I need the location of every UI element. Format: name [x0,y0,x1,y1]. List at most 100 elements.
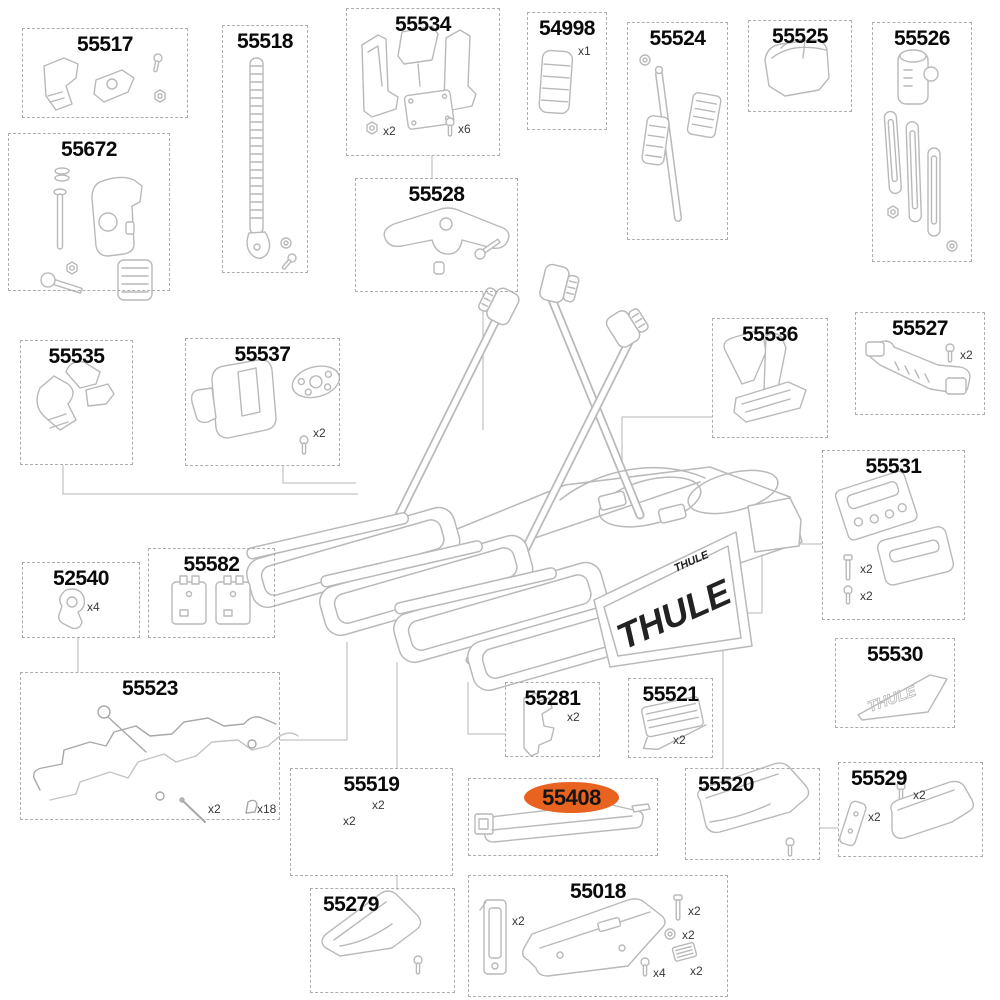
qty-label: x2 [673,733,686,747]
part-box-55517[interactable]: 55517 [22,28,188,118]
part-art-55517 [43,52,166,111]
qty-label: x4 [87,600,100,614]
part-number: 55520 [698,773,754,796]
part-number: 55672 [61,138,117,161]
part-box-55521[interactable]: 55521 [628,678,713,758]
part-box-52540[interactable]: 52540 [22,562,140,638]
part-box-54998[interactable]: 54998 [527,12,607,130]
part-box-55527[interactable]: 55527 [855,312,985,415]
part-box-55535[interactable]: 55535 [20,340,133,465]
qty-label: x2 [860,562,873,576]
part-art-55518 [246,57,299,272]
part-number: 55517 [77,33,133,56]
part-box-55531[interactable]: 55531 [822,450,965,620]
part-box-55536[interactable]: 55536 [712,318,828,438]
part-box-55279[interactable]: 55279 [310,888,455,993]
part-number: 54998 [539,17,595,40]
part-number: 55531 [865,455,922,478]
part-box-55525[interactable]: 55525 [748,20,852,112]
part-number: 55519 [343,773,400,796]
part-box-55408[interactable]: 55408 [468,778,658,856]
part-box-55582[interactable]: 55582 [148,548,275,638]
part-number: 55537 [234,343,291,366]
part-number: 55518 [237,30,293,53]
part-number: 55530 [867,643,923,666]
qty-label: x2 [512,914,525,928]
part-art-55536 [723,330,807,423]
qty-label: x2 [313,426,326,440]
part-number: 55524 [649,27,706,50]
part-number: 55527 [892,317,948,340]
qty-label: x2 [383,124,396,138]
part-box-55672[interactable]: 55672 [8,133,170,291]
part-number: 55528 [408,183,465,206]
qty-label: x2 [690,964,703,978]
part-number: 55279 [323,893,379,916]
part-number: 55526 [894,27,950,50]
part-number: 55534 [395,13,451,36]
part-number: 52540 [53,567,109,590]
part-number: 55521 [642,683,699,706]
part-art-55535 [36,361,115,431]
part-number: 55582 [183,553,240,576]
part-art-54998 [538,49,574,115]
connector-lines [62,156,838,890]
part-art-55279 [321,890,423,975]
part-box-55530[interactable]: 55530 [835,638,955,728]
qty-label: x18 [257,802,277,816]
part-art-55534 [361,25,477,137]
part-art-55520 [697,762,810,857]
part-number: 55281 [524,687,581,710]
qty-label: x2 [913,788,926,802]
qty-label: x2 [343,814,356,828]
part-number: 55018 [570,880,626,903]
part-number: 55535 [48,345,105,368]
arm-head [478,287,520,326]
qty-label: x2 [682,928,695,942]
part-number: 55523 [122,677,178,700]
license-plate: THULE THULE [593,531,753,668]
part-art-52540 [57,588,86,630]
part-box-55518[interactable]: 55518 [222,25,308,273]
arm-head [539,263,580,304]
qty-label: x2 [372,798,385,812]
qty-label: x4 [653,966,666,980]
qty-label: x1 [578,44,591,58]
part-box-55528[interactable]: 55528 [355,178,518,292]
part-number: 55536 [742,323,798,346]
part-art-55526 [883,49,958,252]
qty-label: x2 [868,810,881,824]
qty-label: x2 [960,348,973,362]
part-box-55281[interactable]: 55281 [505,682,600,757]
part-art-55527 [865,340,971,395]
qty-label: x6 [458,122,471,136]
part-box-55018[interactable]: 55018 [468,875,728,997]
part-art-55672 [40,167,153,301]
highlighted-part-number[interactable]: 55408 [524,782,619,813]
part-art-55521 [641,695,707,751]
part-art-55524 [639,54,722,222]
part-art-55582 [171,575,251,625]
part-box-55524[interactable]: 55524 [627,22,728,240]
part-art-55529 [839,780,975,847]
arm-head [605,308,649,348]
part-box-55534[interactable]: 55534 [346,8,500,156]
part-box-55526[interactable]: 55526 [872,22,972,262]
part-box-55537[interactable]: 55537 [185,338,340,466]
qty-label: x2 [208,802,221,816]
part-art-55408 [474,802,651,843]
part-art-55531 [834,470,955,605]
part-box-55529[interactable]: 55529 [838,762,983,857]
part-box-55519[interactable]: 55519 [290,768,453,876]
qty-label: x2 [860,589,873,603]
part-art-55525 [764,38,830,97]
qty-label: x2 [688,904,701,918]
part-art-55523 [32,705,299,823]
part-box-55520[interactable]: 55520 [685,768,820,860]
part-art-55528 [383,207,510,275]
part-box-55523[interactable]: 55523 [20,672,280,820]
part-number: 55529 [851,767,907,790]
part-art-55281 [523,692,555,757]
